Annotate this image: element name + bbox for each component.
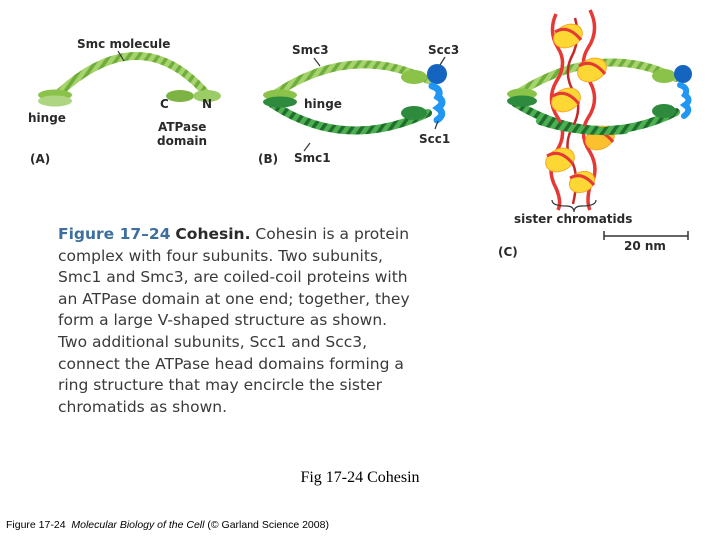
nucleosome [577, 57, 607, 83]
hinge-label: hinge [304, 97, 342, 111]
smc1-coil-front [536, 117, 629, 135]
hinge-label: hinge [28, 111, 66, 125]
panel-c: sister chromatids 20 nm (C) [498, 9, 692, 259]
smc1-coil [268, 100, 432, 135]
panel-a-label: (A) [30, 152, 50, 166]
smc3-head [652, 69, 676, 83]
smc1-head [652, 104, 676, 118]
legend-body: Cohesin is a protein complex with four s… [58, 225, 410, 416]
hinge-domain [263, 89, 297, 108]
scale-bar-label: 20 nm [624, 239, 666, 253]
slide-caption: Fig 17-24 Cohesin [300, 469, 420, 486]
scale-bar [603, 231, 689, 240]
scc1-subunit [428, 82, 446, 124]
scc3-pointer [439, 56, 446, 66]
hinge-domain [38, 89, 72, 107]
panel-a: Smc molecule hinge C N ATPase domain (A) [28, 37, 221, 166]
smc-molecule-label: Smc molecule [77, 37, 170, 51]
smc-molecule-pointer [117, 50, 125, 62]
figure-legend: Figure 17–24 Cohesin. Cohesin is a prote… [58, 224, 410, 418]
atpase-head-domain [166, 90, 221, 102]
smc3-pointer [313, 57, 321, 67]
nucleosome [545, 147, 575, 173]
scc3-subunit [674, 65, 692, 83]
sister-chromatids-bracket [551, 199, 597, 213]
hinge-domain [507, 88, 537, 107]
smc-coiled-coil [56, 52, 209, 96]
c-terminus-label: C [160, 97, 169, 111]
smc1-pointer [303, 142, 311, 152]
scc3-label: Scc3 [428, 43, 459, 57]
panel-b-label: (B) [258, 152, 278, 166]
nucleosome [553, 23, 583, 49]
footer-citation: Figure 17-24 Molecular Biology of the Ce… [6, 519, 329, 531]
legend-title: Cohesin. [175, 225, 251, 243]
domain-label: domain [157, 134, 207, 148]
nucleosome [568, 170, 596, 194]
smc3-label: Smc3 [292, 43, 329, 57]
scc1-subunit [677, 82, 692, 119]
smc1-head [401, 106, 427, 120]
panel-c-label: (C) [498, 245, 518, 259]
smc1-label: Smc1 [294, 151, 331, 165]
footer-book-title: Molecular Biology of the Cell [71, 519, 205, 531]
sister-chromatids-label: sister chromatids [514, 212, 632, 226]
scc1-label: Scc1 [419, 132, 450, 146]
scc1-pointer [434, 120, 439, 130]
panel-b: Smc3 Scc3 hinge Scc1 Smc1 (B) [258, 43, 459, 166]
atpase-label: ATPase [158, 120, 206, 134]
smc1-coil [511, 99, 680, 134]
n-terminus-label: N [202, 97, 212, 111]
footer-prefix: Figure 17-24 [6, 519, 66, 531]
footer-suffix: (© Garland Science 2008) [207, 519, 329, 531]
scc3-subunit [427, 64, 447, 84]
smc3-head [401, 70, 427, 84]
chromatid-left-2 [566, 17, 580, 205]
chromatid-left [549, 13, 565, 211]
legend-figure-number: Figure 17–24 [58, 225, 171, 243]
nucleosome [551, 87, 581, 113]
